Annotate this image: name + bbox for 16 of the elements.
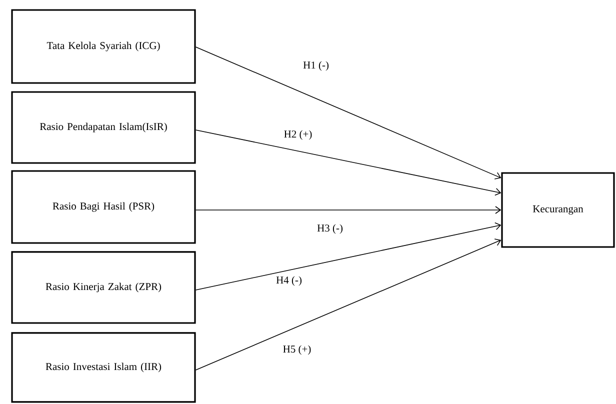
variable-box: Tata Kelola Syariah (ICG) — [11, 9, 196, 84]
variable-box: Rasio Kinerja Zakat (ZPR) — [11, 251, 196, 324]
arrow — [195, 206, 502, 214]
edge-label: H5 (+) — [281, 344, 313, 356]
arrow — [195, 222, 502, 290]
edge-label: H4 (-) — [274, 274, 304, 288]
variable-box: Rasio Investasi Islam (IIR) — [11, 332, 196, 403]
variable-box: Rasio Bagi Hasil (PSR) — [11, 170, 196, 244]
edge-label: H3 (-) — [316, 222, 344, 236]
arrow — [195, 46, 502, 180]
edge-label: H1 (-) — [302, 60, 330, 72]
variable-box: Rasio Pendapatan Islam(IsIR) — [11, 91, 196, 164]
edge-label: H2 (+) — [282, 128, 314, 142]
arrow — [195, 130, 502, 196]
arrow — [195, 238, 502, 370]
variable-box: Kecurangan — [501, 172, 615, 248]
